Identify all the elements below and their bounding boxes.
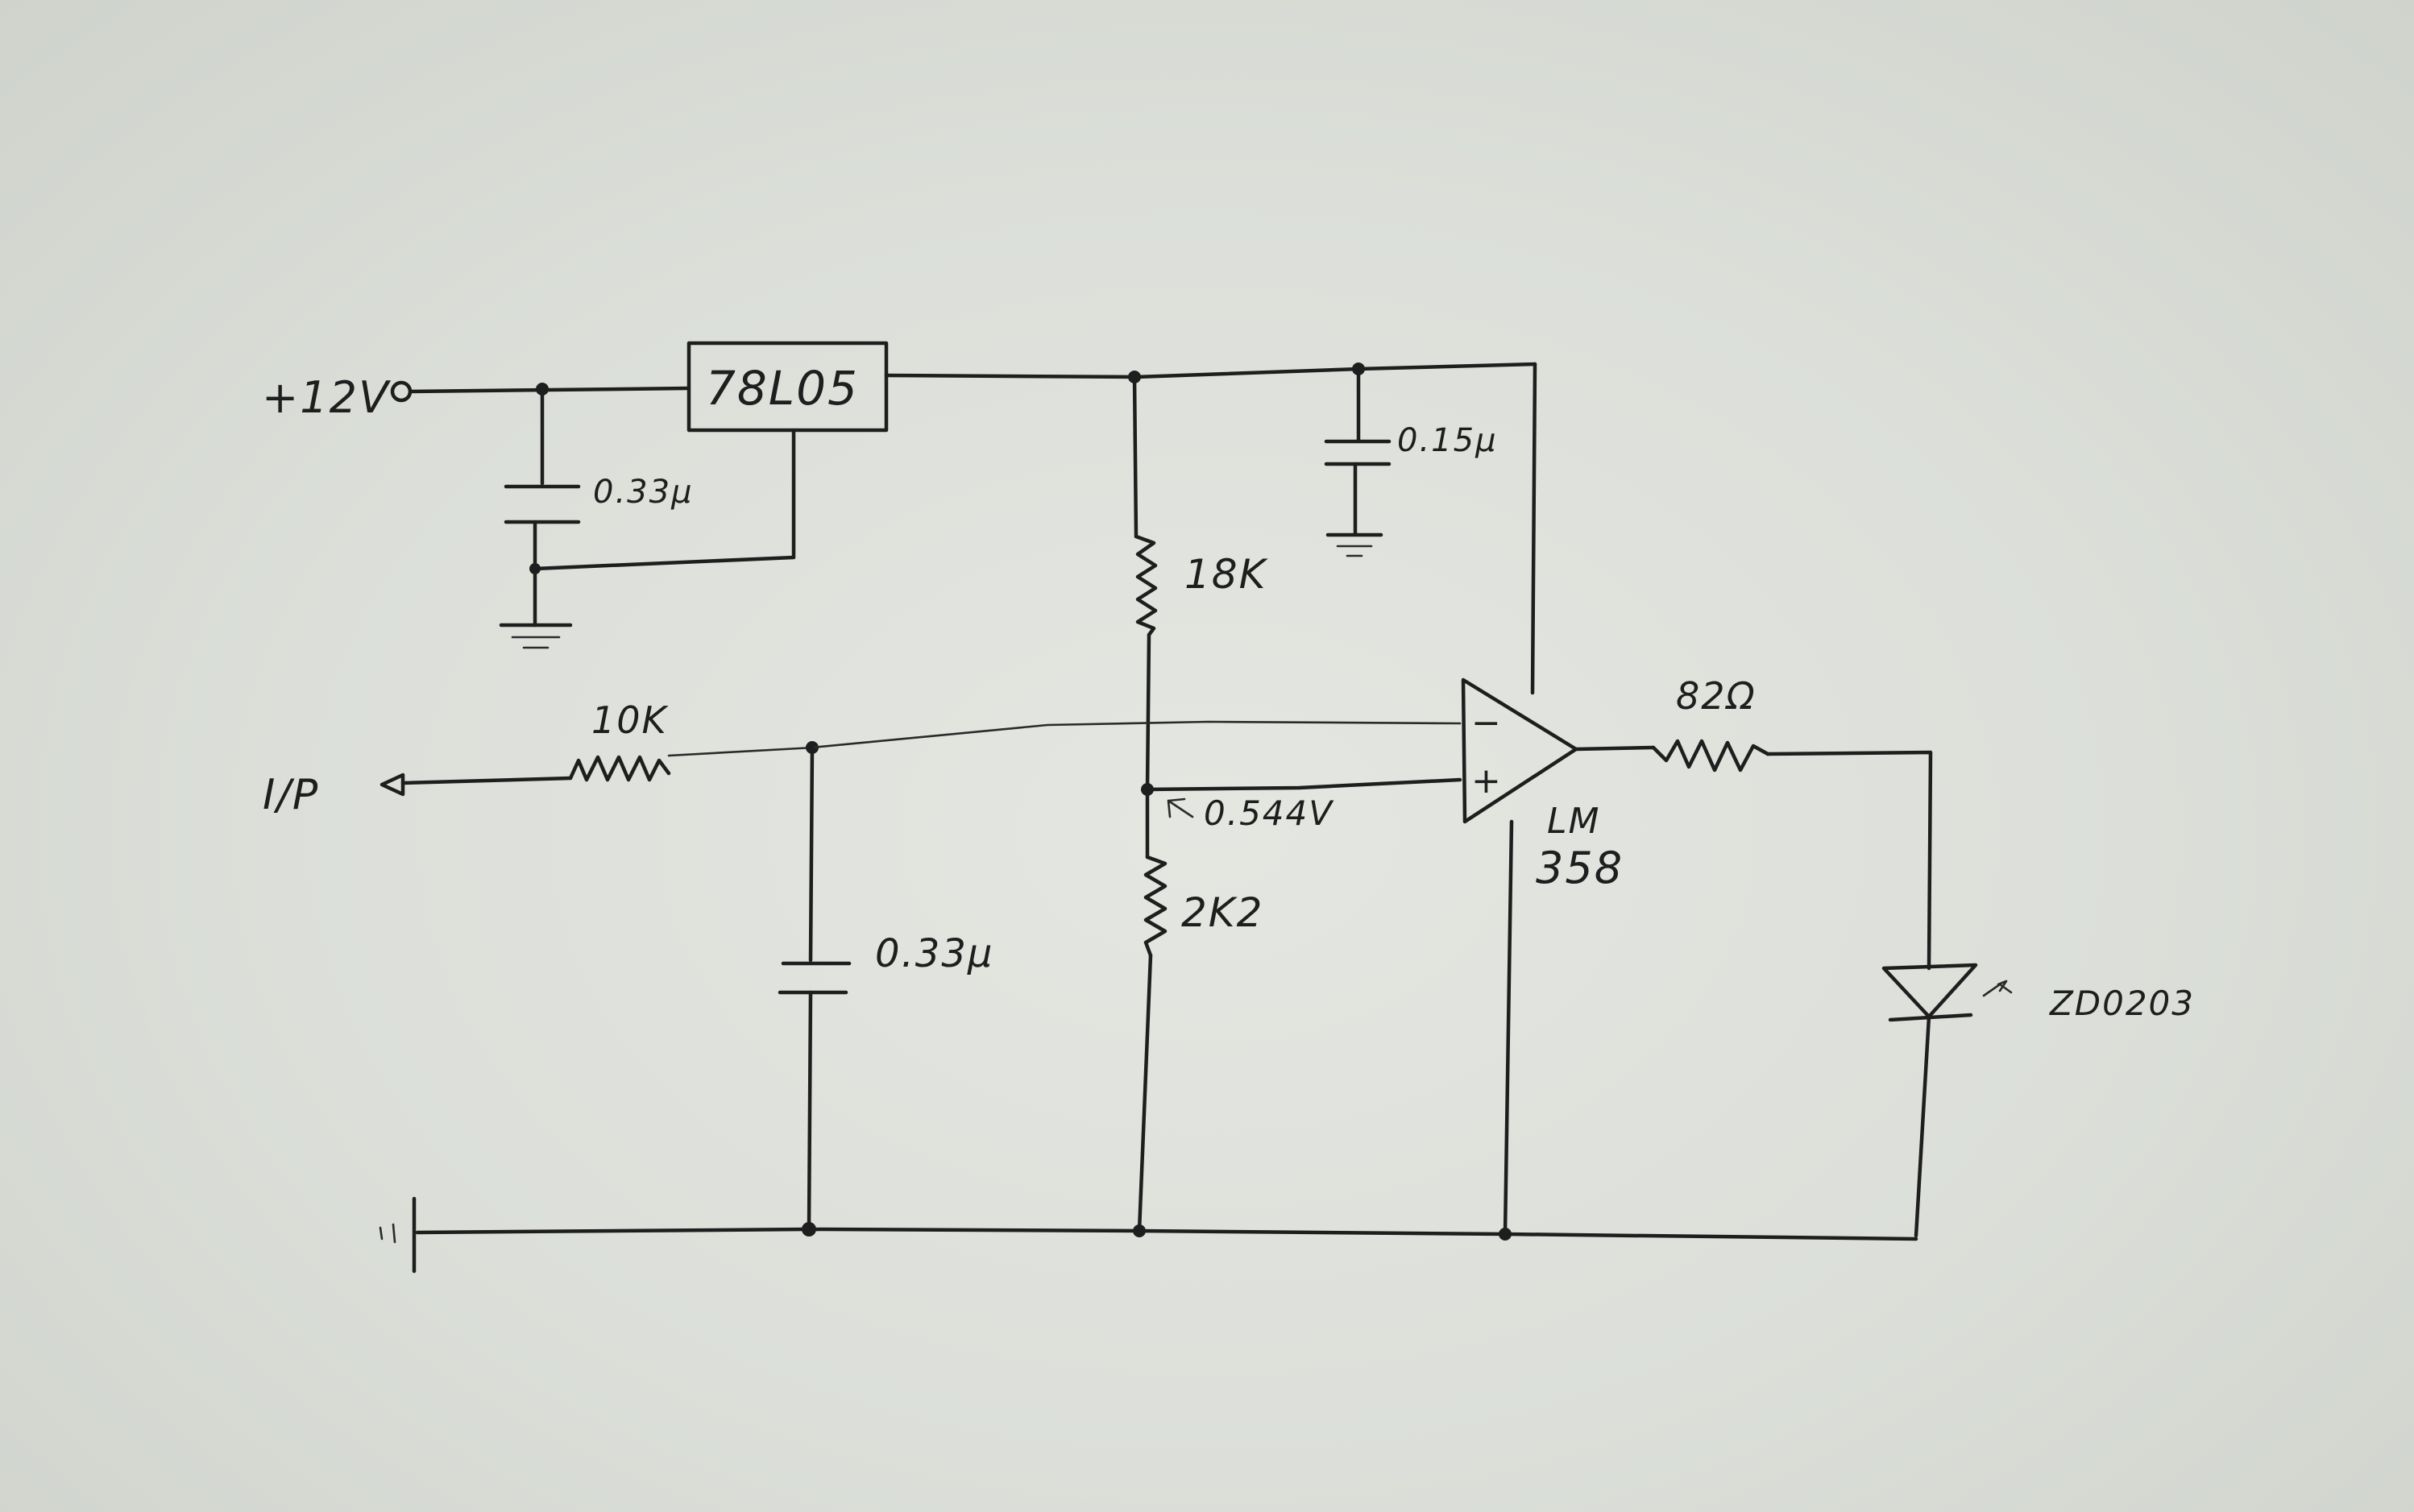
r-input-label: 10K (591, 698, 670, 742)
ground-symbol-reg-out (1325, 532, 1383, 557)
r-out-label: 82Ω (1676, 674, 1757, 718)
wire-supply-rail (408, 386, 691, 394)
cap-supply-label: 0.33µ (593, 474, 694, 511)
wire-divider-top (1132, 375, 1139, 539)
ref-voltage-label: 0.544V (1204, 793, 1334, 833)
wire-divider-bottom (1137, 953, 1153, 1233)
capacitor-input-filter (778, 961, 852, 995)
resistor-18k (1134, 534, 1158, 637)
opamp-minus-label: − (1471, 702, 1503, 744)
led-symbol (1881, 963, 2013, 1022)
wire-to-noninverting (1145, 777, 1462, 792)
wire-reg-ground (533, 429, 796, 571)
ground-terminal-tick (379, 1223, 396, 1244)
wire-divider-mid (1145, 632, 1151, 792)
wire-opamp-vcc (1530, 362, 1537, 695)
opamp-label-line2: 358 (1536, 843, 1624, 893)
opamp-plus-label: + (1471, 760, 1503, 802)
arrow-ref-voltage (1167, 797, 1194, 818)
ground-symbol-supply (499, 623, 573, 649)
wire-5v-rail (884, 362, 1537, 379)
input-terminal-arrow (380, 773, 405, 797)
resistor-2k2 (1143, 855, 1168, 958)
r-bottom-label: 2K2 (1181, 889, 1263, 936)
led-emission-arrow-icon (1982, 980, 2013, 997)
led-label: ZD0203 (2049, 984, 2195, 1023)
resistor-82-ohm (1651, 739, 1770, 773)
wire-to-led (1765, 750, 1933, 971)
cap-input-label: 0.33µ (875, 931, 993, 976)
wire-rc-node (667, 746, 815, 757)
junction-ground-divider (1133, 1224, 1146, 1237)
junction-ground-opamp (1499, 1228, 1512, 1241)
wire-led-to-ground (1914, 1014, 1931, 1238)
r-top-label: 18K (1184, 551, 1269, 598)
capacitor-reg-out (1324, 439, 1392, 466)
wire-to-inverting (811, 720, 1462, 749)
regulator-label: 78L05 (706, 361, 859, 416)
capacitor-supply (504, 484, 581, 524)
supply-label: +12V (262, 372, 392, 423)
supply-terminal (390, 380, 413, 403)
opamp-lm358 (1461, 677, 1578, 824)
cap-reg-out-label: 0.15µ (1397, 422, 1498, 459)
regulator-78l05 (686, 341, 889, 433)
opamp-label-line1: LM (1547, 801, 1600, 842)
wire-opamp-out (1574, 745, 1656, 752)
wire-input (400, 776, 573, 785)
input-label: I/P (263, 771, 319, 819)
wire-ground-rail (415, 1227, 1918, 1241)
resistor-10k (568, 755, 671, 782)
wire-opamp-gnd (1503, 819, 1514, 1237)
wire-filter-cap-bottom (807, 990, 813, 1232)
wire-filter-cap-top (808, 745, 815, 963)
junction-ground-cap (802, 1222, 816, 1237)
